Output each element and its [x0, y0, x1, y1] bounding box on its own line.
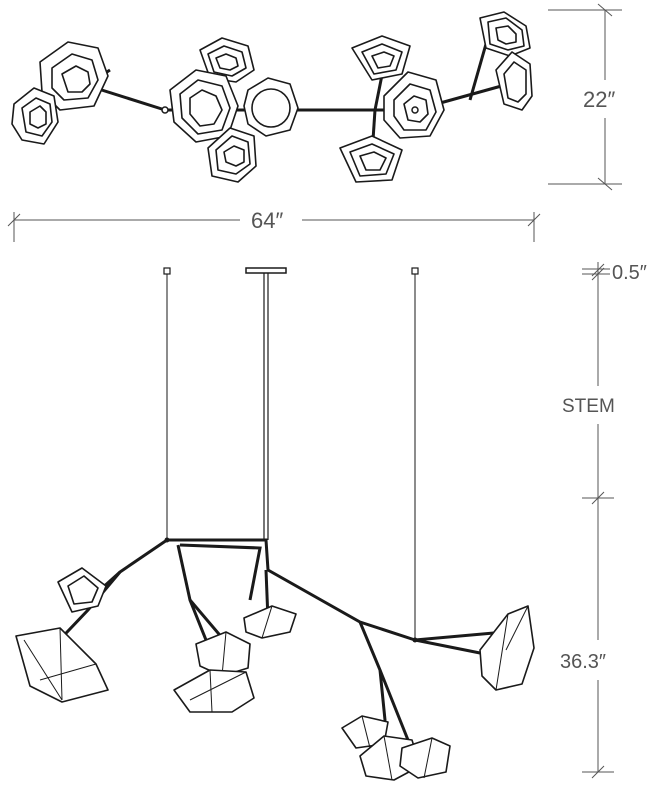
plan-shade-3	[199, 37, 255, 83]
stem	[263, 273, 269, 540]
plan-shade-6	[351, 35, 411, 81]
shade-el-9	[399, 737, 451, 779]
right-canopy	[411, 267, 419, 275]
plan-shade-7	[383, 71, 445, 139]
height-dimension-top: 22″	[548, 3, 622, 191]
shade-el-7	[341, 715, 389, 749]
plan-shade-4	[169, 69, 239, 143]
stem-label: STEM	[562, 396, 615, 417]
plan-shade-2	[11, 87, 59, 145]
plan-shade-1	[39, 41, 109, 111]
plan-shade-8	[339, 135, 403, 183]
shade-el-5	[173, 669, 255, 713]
plan-globe	[243, 77, 299, 137]
canopy-label: 0.5″	[612, 262, 647, 284]
plan-shade-10	[495, 51, 533, 111]
elevation-dimensions: 0.5″ STEM 36.3″	[560, 262, 647, 779]
height-top-label: 22″	[583, 87, 615, 112]
elevation-view	[15, 267, 535, 781]
width-dimension: 64″	[7, 208, 541, 242]
left-canopy	[163, 267, 171, 275]
elevation-branches	[48, 538, 506, 759]
width-label: 64″	[251, 208, 283, 233]
body-label: 36.3″	[560, 651, 606, 673]
shade-el-2	[15, 627, 109, 703]
shade-el-4	[195, 631, 251, 677]
plan-shade-9	[479, 11, 531, 57]
plan-shade-5	[207, 127, 257, 183]
shade-el-3	[243, 605, 297, 639]
shade-el-1	[57, 567, 107, 613]
plan-view	[11, 11, 533, 183]
shade-el-6	[479, 605, 535, 691]
main-canopy	[245, 267, 287, 274]
